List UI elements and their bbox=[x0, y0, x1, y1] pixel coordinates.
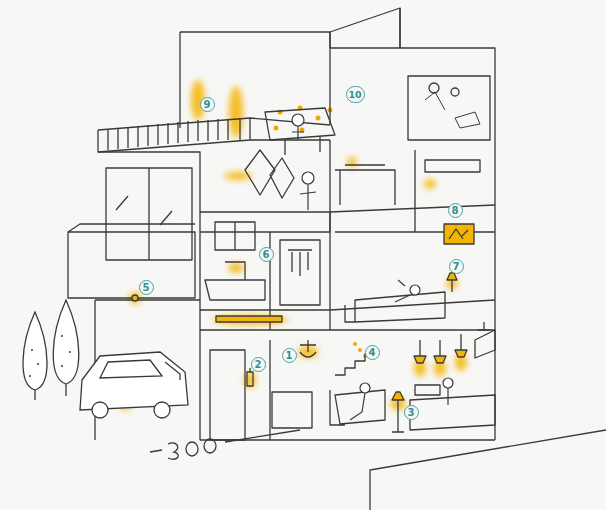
person-figure-part bbox=[410, 285, 420, 295]
callout-number: 5 bbox=[139, 280, 154, 295]
building-outline-part bbox=[210, 350, 245, 440]
callout-number: 8 bbox=[448, 203, 463, 218]
person-figure-part bbox=[395, 280, 410, 302]
building-outline-part bbox=[247, 368, 253, 386]
tree-part-part bbox=[31, 349, 33, 351]
tree-part bbox=[29, 335, 71, 377]
building-outline-part bbox=[420, 334, 461, 356]
person-figure-part bbox=[292, 126, 304, 140]
person-figure-part bbox=[447, 388, 448, 405]
ground-mark-part bbox=[150, 443, 178, 459]
light-dot bbox=[89, 106, 367, 409]
building-outline-part bbox=[116, 168, 172, 260]
light-glow-part bbox=[228, 263, 244, 273]
building-outline-part bbox=[429, 83, 439, 93]
building-outline-part bbox=[215, 222, 255, 250]
building-outline-part bbox=[245, 150, 294, 198]
light-dot-part bbox=[353, 342, 357, 346]
ground-mark bbox=[150, 430, 300, 459]
building-outline-part bbox=[330, 390, 385, 425]
building-outline-part bbox=[272, 392, 312, 428]
light-dot-part bbox=[316, 116, 321, 121]
building-outline-part bbox=[200, 232, 495, 330]
building-outline-part bbox=[392, 392, 404, 400]
building-outline-part bbox=[414, 350, 467, 363]
building-outline-part bbox=[234, 222, 235, 250]
light-glow-part bbox=[212, 315, 288, 325]
tree-part bbox=[23, 312, 47, 390]
building-outline-part bbox=[451, 88, 459, 96]
person-figure-part bbox=[350, 393, 365, 420]
building-outline-part bbox=[200, 140, 330, 232]
building-outline-part bbox=[425, 160, 480, 172]
car bbox=[80, 352, 188, 418]
building-outline-part bbox=[106, 168, 192, 260]
building-outline bbox=[68, 8, 606, 510]
tree-part-part bbox=[69, 351, 71, 353]
tree-part-part bbox=[29, 375, 31, 377]
car-part bbox=[154, 402, 170, 418]
building-outline-part bbox=[370, 430, 606, 510]
light-dot-part bbox=[358, 348, 362, 352]
person-figure-part bbox=[443, 378, 453, 388]
building-outline-part bbox=[408, 76, 490, 140]
car-part bbox=[80, 352, 188, 410]
building-outline-part bbox=[444, 224, 474, 244]
tree-part bbox=[35, 384, 66, 400]
tree-part-part bbox=[61, 335, 63, 337]
building-outline-part bbox=[216, 316, 282, 322]
callout-number: 7 bbox=[449, 259, 464, 274]
ground-mark-part bbox=[186, 442, 198, 456]
ground-mark-part bbox=[225, 430, 300, 442]
person-figure-part bbox=[292, 114, 304, 126]
building-outline-part bbox=[300, 340, 316, 357]
car-part bbox=[92, 402, 108, 418]
building-outline-part bbox=[292, 252, 308, 276]
building-outline-part bbox=[132, 295, 138, 301]
building-outline-part bbox=[330, 8, 495, 440]
building-outline-part bbox=[108, 118, 240, 150]
light-glow bbox=[86, 80, 467, 410]
callout-number: 3 bbox=[404, 405, 419, 420]
building-outline-part bbox=[447, 273, 457, 292]
tree bbox=[23, 300, 79, 400]
building-outline-part bbox=[475, 322, 495, 358]
light-glow-part bbox=[224, 172, 252, 180]
light-glow-part bbox=[424, 179, 436, 189]
building-outline-part bbox=[345, 292, 445, 322]
callout-number: 2 bbox=[251, 357, 266, 372]
callout-number: 9 bbox=[200, 97, 215, 112]
building-outline-part bbox=[200, 212, 495, 330]
person-figure-part bbox=[302, 172, 314, 184]
building-outline-part bbox=[335, 150, 495, 232]
callout-number: 1 bbox=[282, 348, 297, 363]
person-figure-part bbox=[360, 383, 370, 393]
building-outline-part bbox=[265, 108, 335, 155]
building-outline-part bbox=[95, 300, 200, 440]
callout-number: 10 bbox=[346, 86, 365, 103]
tree-part bbox=[53, 300, 79, 384]
tree-part-part bbox=[37, 363, 39, 365]
building-outline-part bbox=[205, 280, 265, 300]
building-outline-part bbox=[225, 262, 245, 280]
building-outline-part bbox=[68, 224, 195, 298]
callout-number: 6 bbox=[259, 247, 274, 262]
ground-mark-part bbox=[204, 439, 216, 453]
callout-number: 4 bbox=[365, 345, 380, 360]
tree-part-part bbox=[61, 365, 63, 367]
building-outline-part bbox=[425, 92, 480, 128]
light-dot-part bbox=[274, 126, 279, 131]
person-figure-part bbox=[300, 184, 316, 210]
building-outline-part bbox=[410, 385, 495, 430]
building-outline-part bbox=[335, 165, 395, 205]
building-outline-part bbox=[200, 340, 495, 440]
building-outline-part bbox=[392, 400, 404, 432]
car-part bbox=[100, 360, 180, 380]
building-outline-part bbox=[449, 229, 468, 239]
building-outline-part bbox=[280, 240, 320, 305]
light-glow-part bbox=[229, 86, 243, 138]
